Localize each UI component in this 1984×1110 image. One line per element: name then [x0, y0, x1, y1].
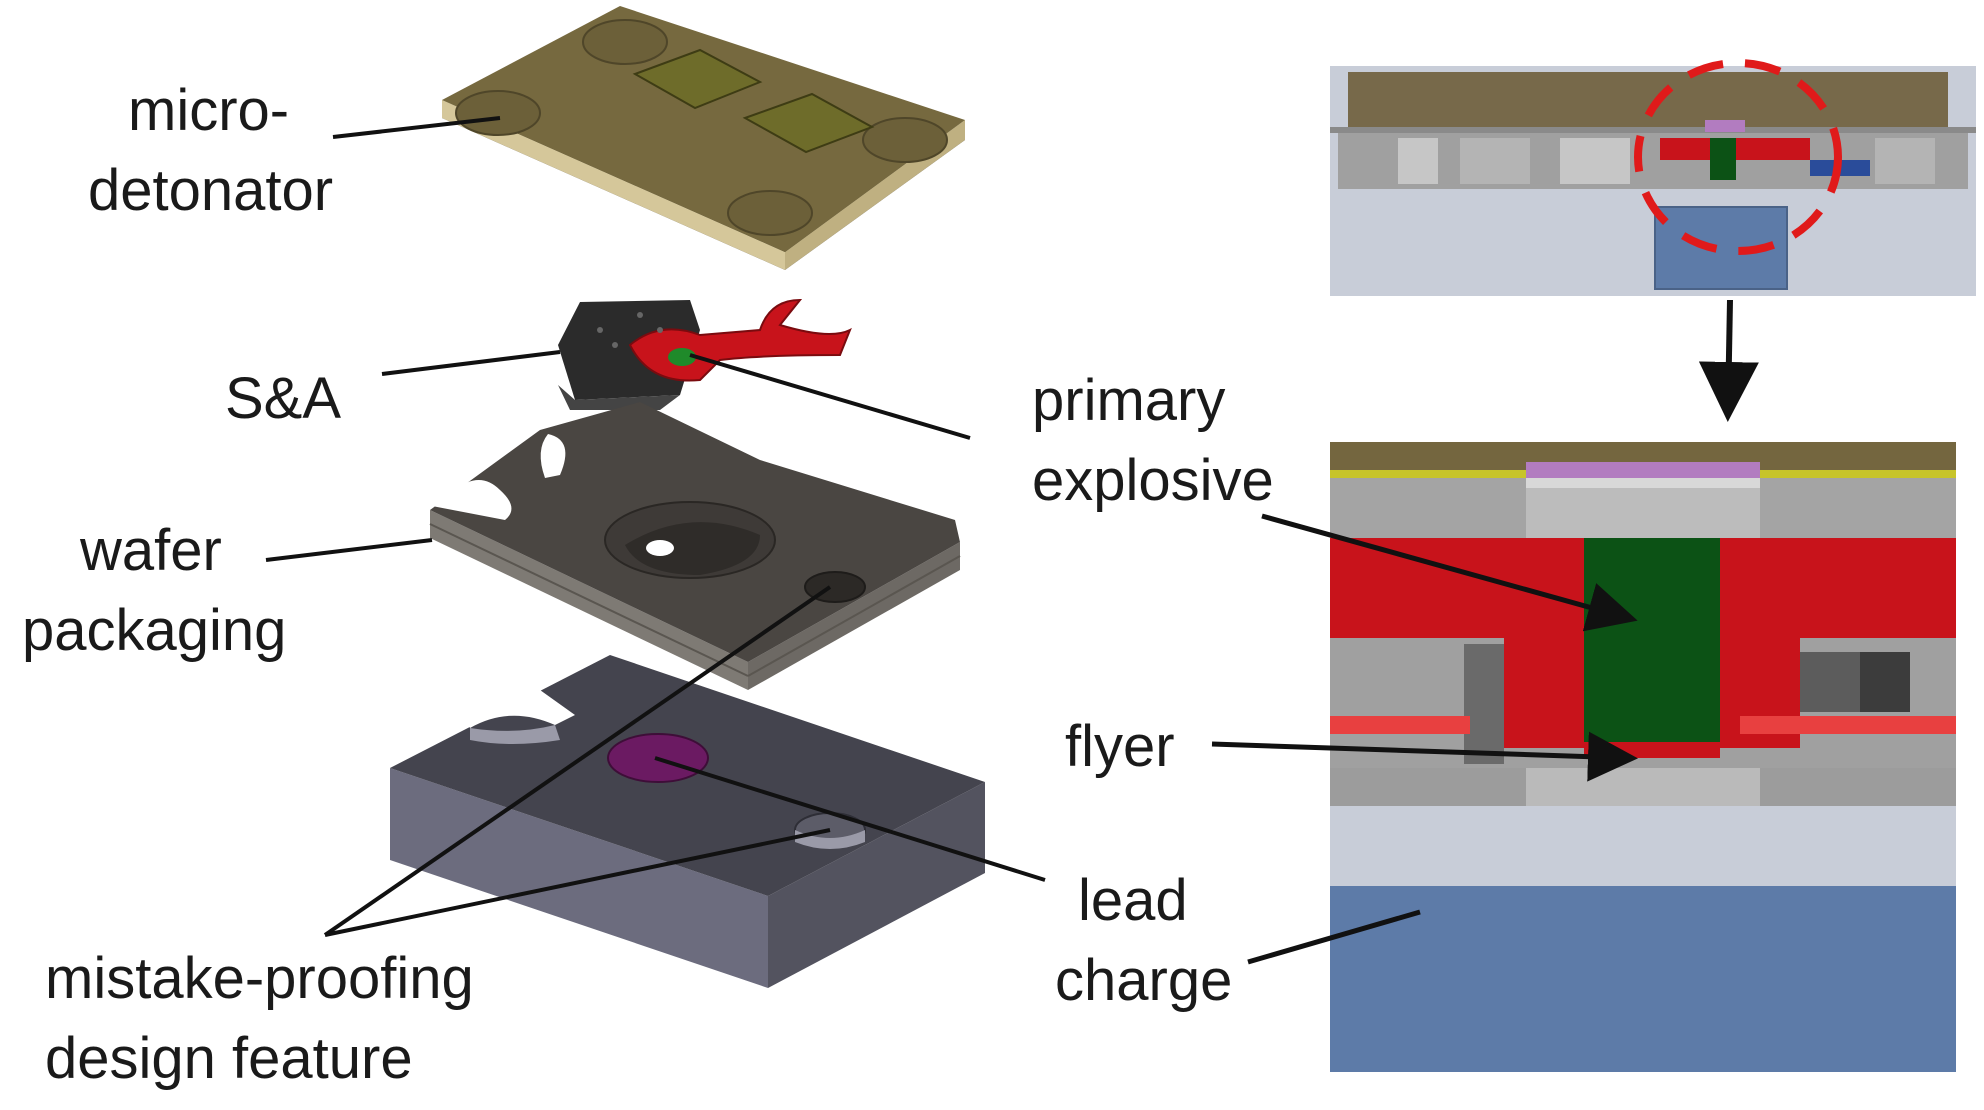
- arrow-primary-explosive: [1261, 513, 1638, 632]
- lead-block-part: [390, 655, 985, 988]
- zoom-arrow: [1698, 299, 1759, 422]
- leader-lead-charge: [654, 756, 1046, 882]
- label-sa: S&A: [225, 366, 341, 431]
- micro-detonator-part: [442, 6, 965, 270]
- cross-section-zoom: [1330, 442, 1956, 1072]
- label-lead-1: lead: [1078, 868, 1188, 933]
- leader-mistake-block: [324, 828, 831, 937]
- leader-mistake-wafer: [323, 585, 832, 937]
- label-mistake-2: design feature: [45, 1026, 413, 1091]
- leader-wafer: [265, 538, 433, 562]
- label-micro-detonator-1: micro-: [128, 78, 289, 143]
- label-mistake-1: mistake-proofing: [45, 946, 474, 1011]
- label-flyer: flyer: [1065, 714, 1175, 779]
- label-primary-2: explosive: [1032, 448, 1274, 513]
- label-wafer-1: wafer: [79, 518, 222, 583]
- label-primary-1: primary: [1032, 368, 1225, 433]
- leader-primary-explosive: [689, 353, 971, 440]
- highlight-circle: [1634, 59, 1842, 255]
- leader-sa: [381, 350, 561, 376]
- exploded-view: [265, 6, 1046, 988]
- leader-lead-charge-zoom: [1247, 909, 1421, 965]
- cross-section-overview: [1330, 59, 1976, 296]
- arrow-flyer: [1211, 731, 1638, 782]
- sa-part: [558, 298, 852, 410]
- wafer-packaging-part: [429, 402, 961, 690]
- label-micro-detonator-2: detonator: [88, 158, 333, 223]
- label-wafer-2: packaging: [22, 598, 286, 663]
- label-lead-2: charge: [1055, 948, 1232, 1013]
- leader-micro-detonator: [332, 116, 501, 139]
